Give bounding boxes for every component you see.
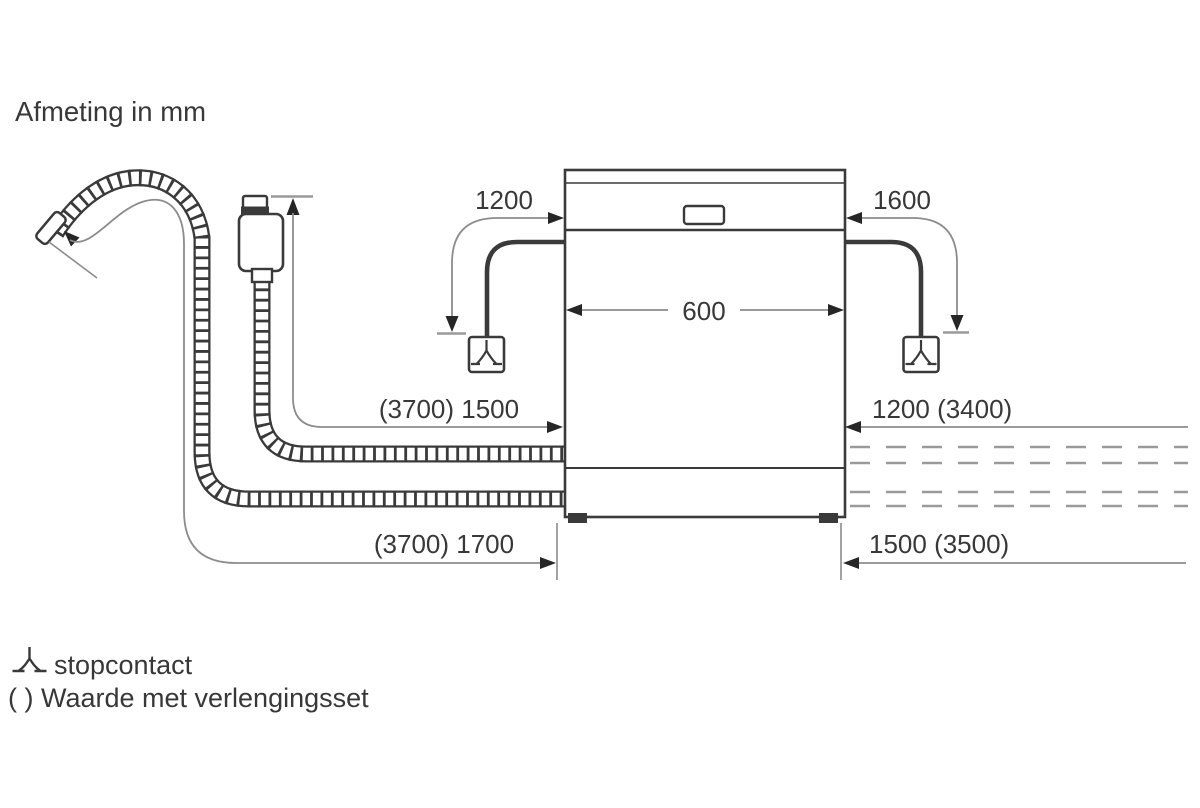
cord-right-label: 1600 xyxy=(873,185,931,215)
width-dimension xyxy=(566,304,844,316)
supply-hose xyxy=(253,278,565,463)
legend: stopcontact ( ) Waarde met verlengingsse… xyxy=(8,647,369,713)
drain-hose-right-dimension xyxy=(843,557,1186,569)
socket-icon-right xyxy=(902,335,940,374)
appliance-width-label: 600 xyxy=(682,296,725,326)
drain-hose-left-label: (3700) 1700 xyxy=(374,529,514,559)
cord-left-label: 1200 xyxy=(475,185,533,215)
appliance-foot-right xyxy=(819,513,838,523)
cord-right-dimension xyxy=(846,212,969,334)
appliance-foot-left xyxy=(568,513,587,523)
drain-hose-right-label: 1500 (3500) xyxy=(869,529,1009,559)
aquastop-valve-icon xyxy=(237,194,285,284)
drain-hose-end-cap-icon xyxy=(35,210,67,246)
socket-legend-icon xyxy=(12,647,47,673)
supply-hose-right-label: 1200 (3400) xyxy=(872,394,1012,424)
door-handle xyxy=(682,204,726,226)
supply-hose-dimension-path xyxy=(271,195,563,433)
socket-icon-left xyxy=(467,335,506,374)
dishwasher-outline xyxy=(563,168,847,523)
hose-continuation-dashed-lines xyxy=(850,445,1188,508)
power-cable-left xyxy=(484,239,565,336)
page-title: Afmeting in mm xyxy=(15,96,206,127)
bottom-extension-lines xyxy=(556,523,842,580)
supply-hose-right-dimension xyxy=(845,421,1188,433)
power-cable-right xyxy=(845,239,924,336)
drain-hose-dimension-path xyxy=(48,199,556,569)
drain-hose xyxy=(48,169,565,508)
supply-hose-left-label: (3700) 1500 xyxy=(379,394,519,424)
extension-note-label: ( ) Waarde met verlengingsset xyxy=(8,683,369,713)
socket-legend-label: stopcontact xyxy=(54,650,193,680)
cord-left-dimension xyxy=(437,212,564,335)
